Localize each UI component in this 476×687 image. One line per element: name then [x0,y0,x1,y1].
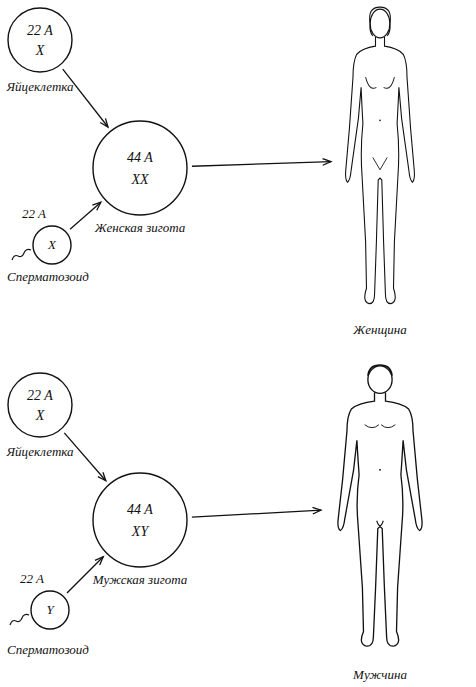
arrow-head [312,507,321,514]
egg-cell: 22 AXЯйцеклетка [7,372,73,438]
chromosome-label: X [48,238,56,252]
arrow-head [100,118,108,127]
chromosome-label: 44 A [127,502,153,517]
arrow [192,159,331,167]
person-figure: Мужчина [325,362,435,652]
chromosome-label: 22 A [20,572,44,586]
zygote: 44 AXYМужская зигота [92,472,188,568]
caption-label: Яйцеклетка [6,80,73,94]
chromosome-label: XX [131,172,148,187]
arrow-head [323,159,331,166]
caption-label: Сперматозоид [7,270,89,284]
sperm-tail [12,249,31,260]
arrow [63,69,108,127]
sperm-tail [10,614,29,625]
caption-label: Мужчина [353,668,407,682]
zygote: 44 AXXЖенская зигота [92,120,188,216]
chromosome-label: Y [46,603,53,617]
chromosome-label: 22 A [27,388,53,403]
chromosome-label: 22 A [27,23,53,38]
chromosome-label: X [36,43,45,58]
sperm-cell: 22 AYСперматозоид [30,590,70,630]
man-figure [338,365,422,646]
arrow-line [192,510,321,517]
caption-label: Сперматозоид [7,643,89,657]
caption-label: Женская зигота [95,221,186,235]
woman-figure [346,7,415,304]
arrow-line [63,69,108,127]
arrow-head [95,557,103,565]
arrow-head [92,202,100,210]
arrow-head [98,472,106,480]
cell-outline [92,472,188,568]
caption-label: Женщина [353,323,406,337]
cell-outline [7,7,73,73]
caption-label: Яйцеклетка [6,445,73,459]
chromosome-label: 44 A [127,150,153,165]
egg-cell: 22 AXЯйцеклетка [7,7,73,73]
person-figure: Женщина [335,5,425,315]
chromosome-label: 22 A [22,207,46,221]
cell-outline [7,372,73,438]
caption-label: Мужская зигота [93,573,188,587]
chromosome-label: XY [132,524,148,539]
chromosome-label: X [36,408,45,423]
arrow-line [192,162,331,167]
sperm-cell: 22 AXСперматозоид [32,225,72,265]
cell-outline [92,120,188,216]
arrow [192,507,321,517]
